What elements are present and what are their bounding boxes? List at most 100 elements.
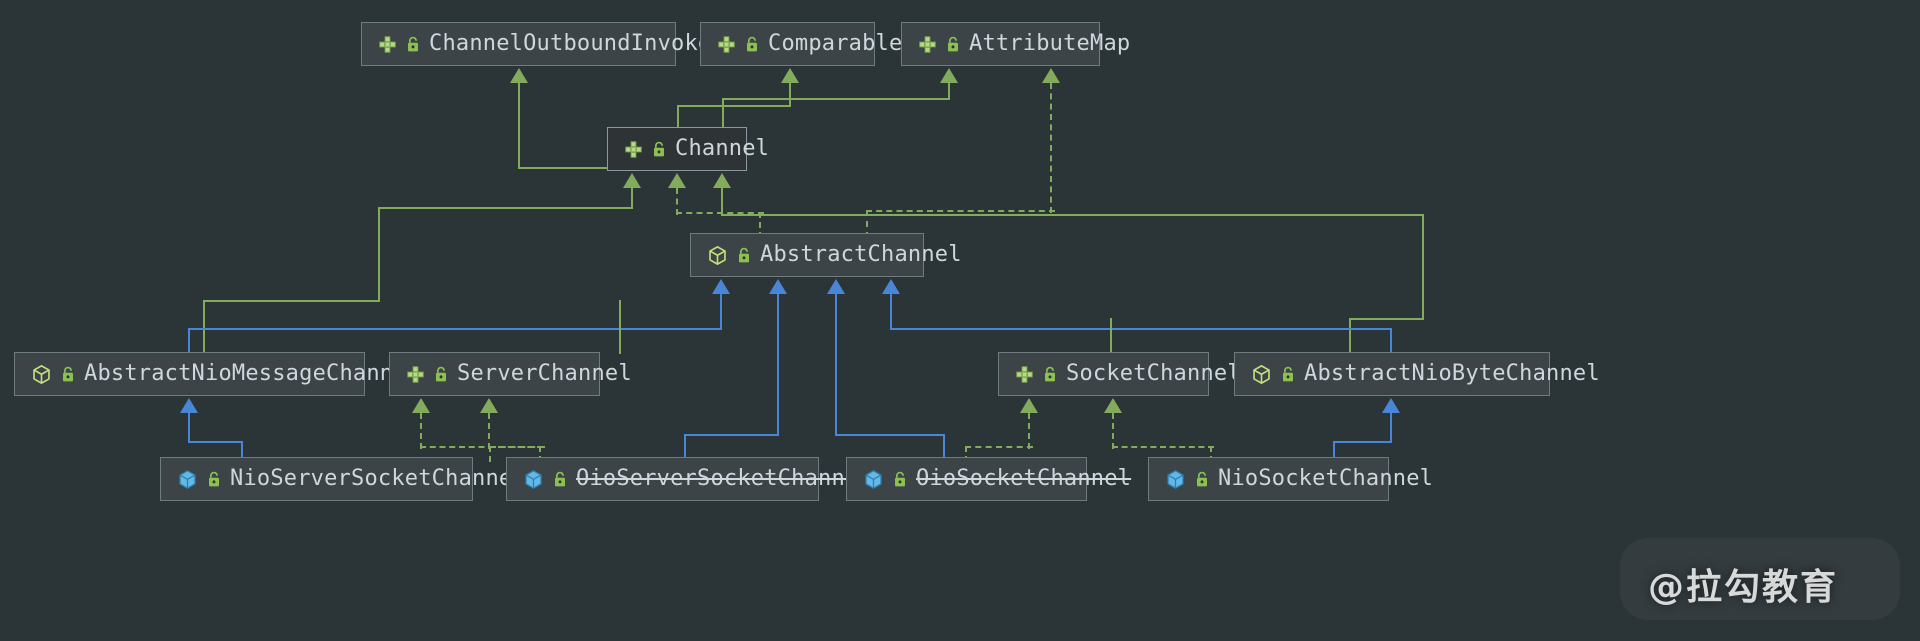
edge-oiosocketchannel-to-abstractchannel-vert-b bbox=[943, 434, 945, 459]
node-abstractniomessagechannel[interactable]: AbstractNioMessageChannel bbox=[14, 352, 420, 396]
node-abstractchannel[interactable]: AbstractChannel bbox=[690, 233, 961, 277]
interface-icon bbox=[918, 35, 937, 54]
lock-public-icon bbox=[893, 471, 907, 488]
abstract-class-icon bbox=[1251, 364, 1272, 385]
node-label: NioServerSocketChannel bbox=[230, 466, 526, 491]
edge-nioserversocketchannel-to-abstractchannel-vert-a bbox=[777, 294, 779, 434]
watermark-glow bbox=[1620, 538, 1900, 620]
arrow-abstractniobytechannel-to-abstractchannel bbox=[882, 279, 900, 294]
edge-abstractniobytechannel-to-abstractchannel-vert-b bbox=[1390, 328, 1392, 354]
interface-icon bbox=[1015, 365, 1034, 384]
node-label: ChannelOutboundInvoker bbox=[429, 31, 725, 56]
edge-channel-to-attributemap-horiz bbox=[722, 98, 949, 100]
node-label: AbstractNioMessageChannel bbox=[84, 361, 421, 386]
arrow-oiosocketchannel-to-abstractchannel bbox=[827, 279, 845, 294]
interface-icon bbox=[406, 365, 425, 384]
node-abstractniobytechannel[interactable]: AbstractNioByteChannel bbox=[1234, 352, 1600, 396]
edge-channel-to-attributemap-vert-a2 bbox=[722, 98, 724, 130]
node-label: NioSocketChannel bbox=[1218, 466, 1434, 491]
interface-icon bbox=[378, 35, 397, 54]
node-socketchannel[interactable]: SocketChannel bbox=[998, 352, 1241, 396]
edge-nioserversocketchannel-to-abstractchannel-vert-b bbox=[684, 434, 686, 459]
edge-serverchannel-to-channel-vert bbox=[619, 300, 621, 354]
class-icon bbox=[523, 469, 544, 490]
edge-abstractniomessagechannel-to-channel-vert-a bbox=[631, 188, 633, 207]
arrow-channel-to-channeloutboundinvoker bbox=[510, 68, 528, 83]
edge-abstractniobytechannel-to-channel-vert-a bbox=[721, 188, 723, 214]
edge-abstractniobytechannel-to-channel-vert-b bbox=[1422, 214, 1424, 318]
edge-abstractchannel-to-attributemap-vert bbox=[1050, 83, 1052, 213]
edge-abstractniomessagechannel-to-channel-vert-c bbox=[203, 300, 205, 354]
arrow-abstractchannel-to-attributemap bbox=[1042, 68, 1060, 83]
node-niosocketchannel[interactable]: NioSocketChannel bbox=[1148, 457, 1433, 501]
class-icon bbox=[1165, 469, 1186, 490]
arrow-niosocketchannel-to-abstractniobytechannel bbox=[1382, 398, 1400, 413]
node-channeloutboundinvoker[interactable]: ChannelOutboundInvoker bbox=[361, 22, 725, 66]
interface-icon bbox=[624, 140, 643, 159]
node-oioserversocketchannel[interactable]: OioServerSocketChannel bbox=[506, 457, 872, 501]
node-label: ServerChannel bbox=[457, 361, 632, 386]
edge-oiosocketchannel-to-socketchannel-vert-b bbox=[965, 446, 967, 462]
edge-abstractniobytechannel-to-channel-horiz-b bbox=[1349, 318, 1424, 320]
edge-oioserversocketchannel-to-serverchannel-horiz bbox=[420, 446, 543, 448]
edge-abstractniobytechannel-to-abstractchannel-horiz bbox=[890, 328, 1392, 330]
node-channel[interactable]: Channel bbox=[607, 127, 769, 171]
arrow-channel-to-comparable bbox=[781, 68, 799, 83]
arrow-oioserversocketchannel-to-serverchannel bbox=[412, 398, 430, 413]
edge-socketchannel-to-channel-vert bbox=[1110, 318, 1112, 354]
node-attributemap[interactable]: AttributeMap bbox=[901, 22, 1130, 66]
node-serverchannel[interactable]: ServerChannel bbox=[389, 352, 632, 396]
abstract-class-icon bbox=[31, 364, 52, 385]
class-icon bbox=[863, 469, 884, 490]
lock-public-icon bbox=[745, 36, 759, 53]
arrow-niosocketchannel-to-socketchannel bbox=[1104, 398, 1122, 413]
edge-abstractchannel-to-channel-vert-b bbox=[759, 212, 761, 238]
node-comparable[interactable]: Comparable bbox=[700, 22, 902, 66]
edge-oiosocketchannel-to-socketchannel-vert-a bbox=[1028, 413, 1030, 449]
node-label: Comparable bbox=[768, 31, 903, 56]
edge-abstractniomessagechannel-to-channel-horiz-b bbox=[203, 300, 380, 302]
node-label: SocketChannel bbox=[1066, 361, 1241, 386]
edge-channel-to-channeloutboundinvoker-vert-b bbox=[518, 83, 520, 169]
node-label: AttributeMap bbox=[969, 31, 1131, 56]
node-oiosocketchannel[interactable]: OioSocketChannel bbox=[846, 457, 1131, 501]
edge-channel-to-comparable-vert-a bbox=[677, 105, 679, 130]
arrow-nioserversocketchannel-to-abstractniomessagechannel bbox=[180, 398, 198, 413]
class-icon bbox=[177, 469, 198, 490]
edge-channel-to-comparable-horiz bbox=[677, 105, 790, 107]
lock-public-icon bbox=[207, 471, 221, 488]
node-label: OioServerSocketChannel bbox=[576, 466, 872, 491]
node-label: OioSocketChannel bbox=[916, 466, 1132, 491]
edge-abstractniomessagechannel-to-channel-horiz-a bbox=[378, 207, 633, 209]
arrow-abstractniomessagechannel-to-channel bbox=[623, 173, 641, 188]
edge-nioserversocketchannel-to-serverchannel-vert-b bbox=[489, 446, 491, 462]
edge-nioserversocketchannel-to-abstractniomessagechannel-vert-a bbox=[188, 413, 190, 441]
edge-abstractniomessagechannel-to-abstractchannel-vert-a bbox=[720, 294, 722, 328]
edge-niosocketchannel-to-socketchannel-vert-b bbox=[1210, 446, 1212, 462]
arrow-abstractniobytechannel-to-channel bbox=[713, 173, 731, 188]
node-label: AbstractNioByteChannel bbox=[1304, 361, 1600, 386]
lock-public-icon bbox=[406, 36, 420, 53]
lock-public-icon bbox=[553, 471, 567, 488]
lock-public-icon bbox=[1043, 366, 1057, 383]
edge-abstractniomessagechannel-to-channel-vert-b bbox=[378, 207, 380, 300]
edge-channel-to-comparable-vert-b bbox=[789, 83, 791, 107]
lock-public-icon bbox=[61, 366, 75, 383]
lock-public-icon bbox=[434, 366, 448, 383]
edge-oioserversocketchannel-to-serverchannel-vert-b bbox=[539, 446, 541, 462]
edge-abstractniobytechannel-to-abstractchannel-vert-a bbox=[890, 294, 892, 328]
lock-public-icon bbox=[652, 141, 666, 158]
interface-icon bbox=[717, 35, 736, 54]
lock-public-icon bbox=[737, 247, 751, 264]
node-label: AbstractChannel bbox=[760, 242, 962, 267]
node-nioserversocketchannel[interactable]: NioServerSocketChannel bbox=[160, 457, 526, 501]
edge-oiosocketchannel-to-socketchannel-horiz bbox=[965, 446, 1033, 448]
edge-oioserversocketchannel-to-serverchannel-vert-a bbox=[420, 413, 422, 449]
edge-nioserversocketchannel-to-serverchannel-vert-a bbox=[488, 413, 490, 449]
edge-nioserversocketchannel-to-abstractniomessagechannel-horiz bbox=[188, 441, 243, 443]
edge-channel-to-channeloutboundinvoker-horiz bbox=[518, 167, 678, 169]
edge-niosocketchannel-to-socketchannel-vert-a bbox=[1112, 413, 1114, 449]
edge-abstractniobytechannel-to-channel-horiz-a bbox=[721, 214, 1424, 216]
edge-abstractniomessagechannel-to-abstractchannel-horiz bbox=[188, 328, 722, 330]
